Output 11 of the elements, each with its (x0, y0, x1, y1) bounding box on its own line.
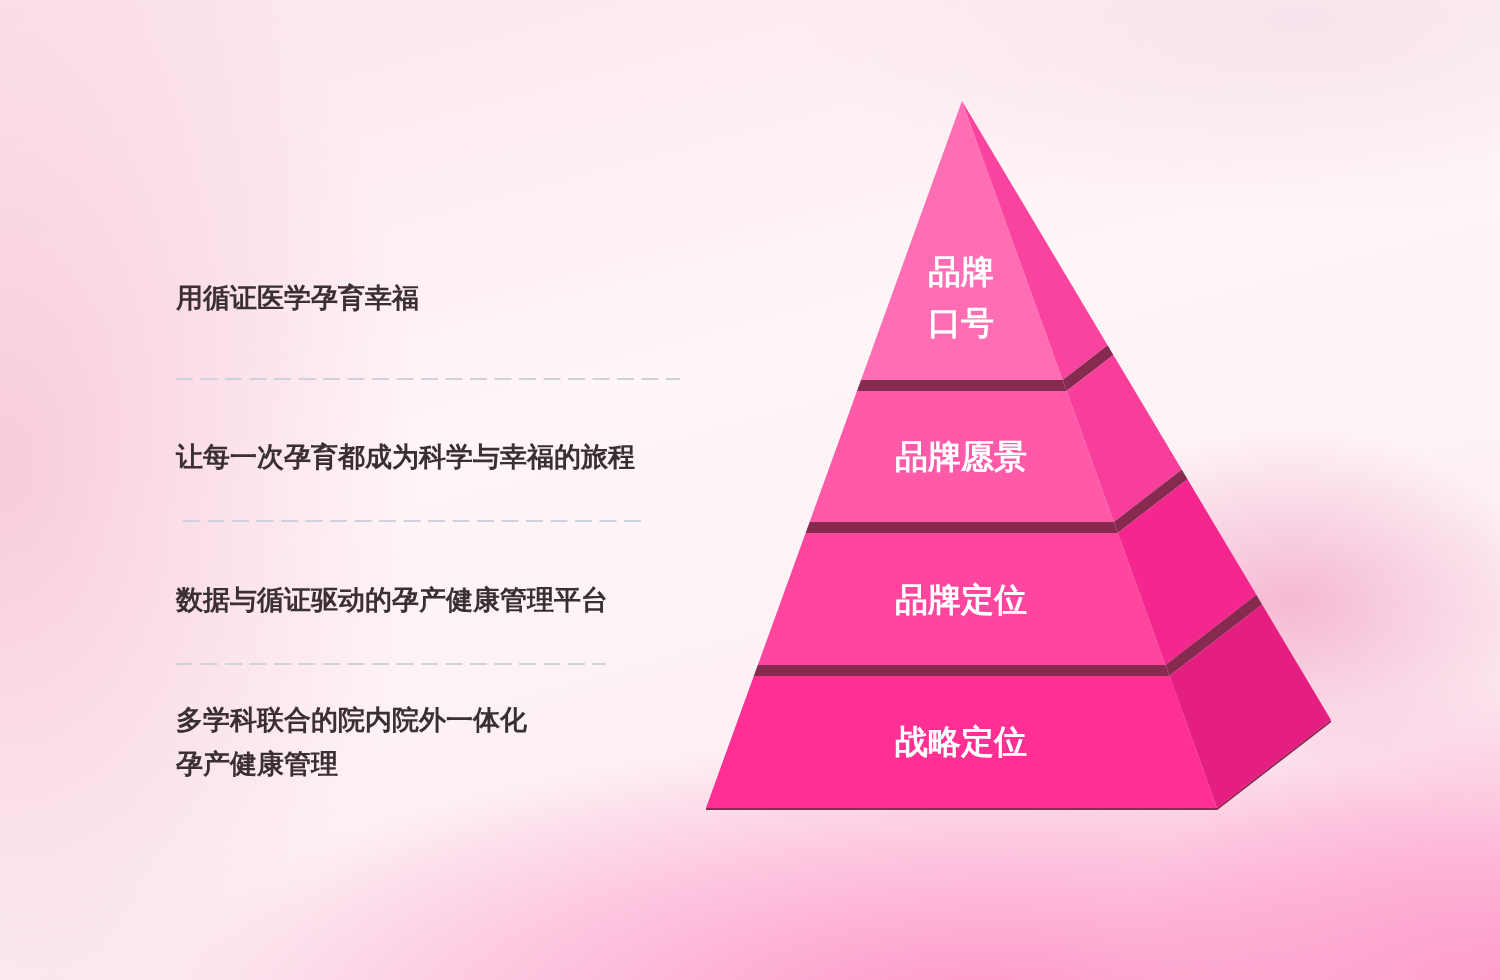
tier-label: 品牌定位 (895, 579, 1027, 621)
tier-label: 品牌愿景 (895, 436, 1027, 478)
tier-label: 品牌口号 (927, 251, 995, 344)
description-text: 数据与循证驱动的孕产健康管理平台 (176, 583, 608, 617)
tier-label: 战略定位 (895, 721, 1027, 763)
pyramid-tier (860, 101, 1108, 380)
description-text: 多学科联合的院内院外一体化孕产健康管理 (176, 703, 528, 781)
pyramid-tier (809, 354, 1182, 522)
description-text: 让每一次孕育都成为科学与幸福的旅程 (176, 440, 635, 474)
description-text: 用循证医学孕育幸福 (176, 281, 419, 315)
pyramid-tier (757, 479, 1257, 665)
